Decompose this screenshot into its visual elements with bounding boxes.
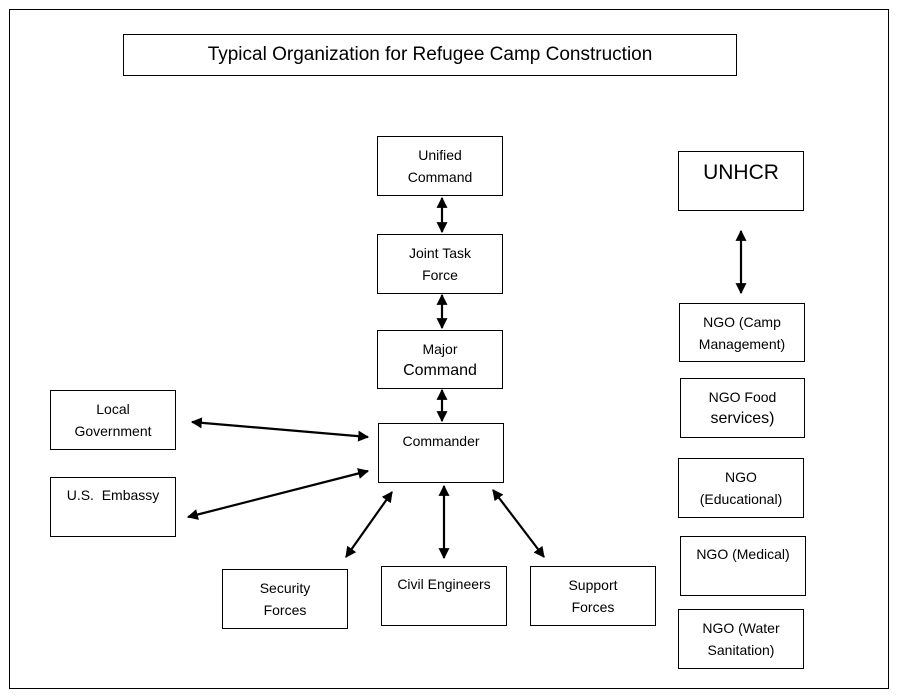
node-local-government-line2: Government	[74, 423, 152, 439]
node-civil-engineers-label: Civil Engineers	[397, 576, 491, 592]
node-ngo-edu-line2: (Educational)	[699, 491, 783, 507]
node-ngo-medical: NGO (Medical)	[680, 536, 806, 596]
diagram-title: Typical Organization for Refugee Camp Co…	[123, 34, 737, 76]
node-joint-task-force: Joint Task Force	[377, 234, 503, 294]
diagram-frame	[9, 9, 889, 689]
node-local-government-line1: Local	[96, 401, 130, 417]
node-ngo-food-line1: NGO Food	[708, 389, 777, 405]
node-civil-engineers: Civil Engineers	[381, 566, 507, 626]
node-ngo-water-sanitation: NGO (Water Sanitation)	[678, 609, 804, 669]
node-ngo-food-services: NGO Food services)	[680, 378, 805, 438]
arrow-commander-us-embassy	[186, 468, 370, 520]
node-joint-task-force-line1: Joint Task	[409, 245, 471, 261]
node-ngo-water-line1: NGO (Water	[702, 620, 780, 636]
node-security-forces: Security Forces	[222, 569, 348, 629]
node-major-command-line1: Major	[422, 340, 458, 357]
node-ngo-food-line2: services)	[710, 410, 775, 427]
node-us-embassy: U.S. Embassy	[50, 477, 176, 537]
node-support-forces-line1: Support	[568, 577, 618, 593]
node-support-forces-line2: Forces	[571, 599, 615, 615]
node-ngo-water-line2: Sanitation)	[707, 642, 775, 658]
node-ngo-educational: NGO (Educational)	[678, 458, 804, 518]
node-unified-command: Unified Command	[377, 136, 503, 196]
node-us-embassy-label: U.S. Embassy	[66, 487, 160, 503]
node-commander: Commander	[378, 423, 504, 483]
node-ngo-camp-line1: NGO (Camp	[703, 313, 781, 330]
node-support-forces: Support Forces	[530, 566, 656, 626]
node-ngo-camp-management: NGO (Camp Management)	[679, 303, 805, 362]
arrow-commander-support-forces	[492, 489, 545, 558]
node-ngo-camp-line2: Management)	[698, 335, 786, 352]
node-joint-task-force-line2: Force	[422, 267, 458, 283]
node-unhcr: UNHCR	[678, 151, 804, 211]
node-commander-label: Commander	[402, 433, 480, 449]
node-security-forces-line2: Forces	[263, 602, 307, 618]
node-major-command-line2: Command	[403, 361, 477, 379]
node-security-forces-line1: Security	[259, 580, 311, 596]
node-major-command: Major Command	[377, 330, 503, 389]
node-unhcr-label: UNHCR	[703, 161, 779, 184]
node-ngo-edu-line1: NGO	[725, 469, 757, 485]
node-unified-command-line1: Unified	[418, 147, 462, 163]
node-ngo-medical-label: NGO (Medical)	[696, 546, 790, 562]
node-local-government: Local Government	[50, 390, 176, 450]
arrow-commander-security-forces	[345, 491, 393, 558]
arrow-commander-local-government	[190, 417, 370, 442]
node-unified-command-line2: Command	[407, 169, 473, 185]
